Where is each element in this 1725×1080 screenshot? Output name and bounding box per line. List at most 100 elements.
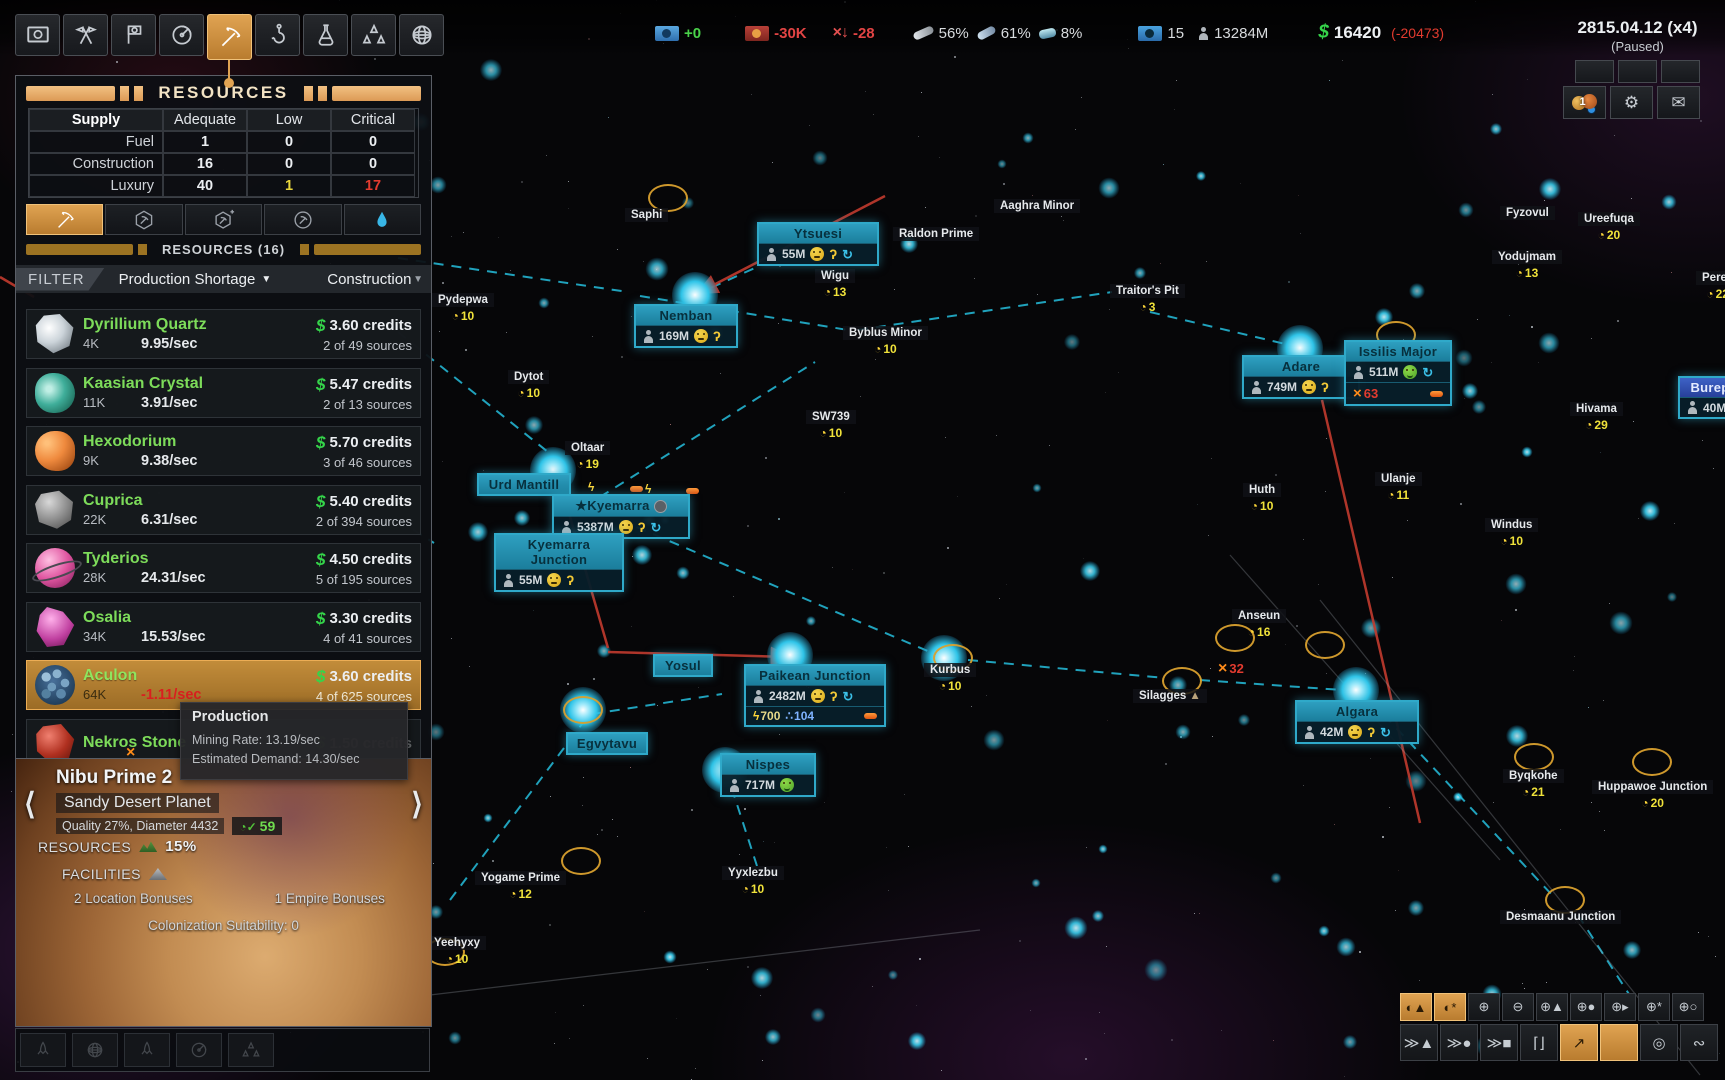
resource-item-tyderios[interactable]: Tyderios 28K 24.31/sec $4.50 credits 5 o… [26,543,421,593]
map-control-center-on-selection[interactable]: ⌈⌋ [1520,1024,1558,1061]
timer-value: 13 [815,285,855,299]
supply-row: Luxury 40 1 17 [29,175,418,197]
map-control-toggle-sensor-overlay[interactable]: ◎ [1640,1024,1678,1061]
map-control-zoom-to-galaxy[interactable]: ⊕○ [1672,993,1704,1021]
toolbar-button-fleets[interactable] [351,14,396,56]
system-info-box-urd-mantill[interactable]: Urd Mantill [477,473,571,496]
system-info-box-nemban[interactable]: Nemban 169M [634,304,738,348]
system-chip-windus[interactable]: Windus 10 [1485,515,1539,548]
map-control-toggle-diplomacy-overlay[interactable]: ∾ [1680,1024,1718,1061]
time-button-play-pause[interactable] [1618,60,1657,83]
map-control-zoom-to-battle[interactable]: ⊕* [1638,993,1670,1021]
system-chip-yyxlezbu[interactable]: Yyxlezbu 10 [722,863,784,896]
toolbar-button-sensors[interactable] [159,14,204,56]
system-chip-traitor-s-pit[interactable]: Traitor's Pit 3 [1110,281,1185,314]
resource-rate: 6.31/sec [141,512,198,528]
system-chip-raldon-prime[interactable]: Raldon Prime [893,224,980,242]
toolbar-button-mining[interactable] [207,14,252,60]
system-chip-ureefuqa[interactable]: Ureefuqa 20 [1578,209,1640,242]
system-chip-yodujmam[interactable]: Yodujmam 13 [1492,247,1562,280]
system-chip-wigu[interactable]: Wigu 13 [815,266,855,299]
map-control-zoom-out[interactable]: ⊖ [1502,993,1534,1021]
toolbar-button-research[interactable] [303,14,348,56]
subtab-mined-resources[interactable] [26,204,104,235]
system-info-box-adare[interactable]: Adare 749M [1242,355,1360,399]
system-info-box-yosul[interactable]: Yosul [653,654,713,677]
toolbar-button-overview[interactable] [15,14,60,56]
bottom-tab-view-stations[interactable] [72,1033,118,1067]
system-chip-aaghra-minor[interactable]: Aaghra Minor [994,196,1081,214]
system-chip-silagges[interactable]: Silagges▲ [1133,686,1207,704]
time-controls [1575,60,1700,83]
map-control-toggle-display-names[interactable]: ◐▲ [1400,993,1432,1021]
system-chip-anseun[interactable]: Anseun 16 [1232,606,1287,639]
bottom-tab-view-rockets[interactable] [124,1033,170,1067]
system-chip-saphi[interactable]: Saphi [625,205,669,223]
subtab-potential-mines[interactable] [184,204,263,235]
system-chip-perec[interactable]: Perec 22 [1696,268,1725,301]
filter-secondary[interactable]: Construction [327,270,412,288]
map-control-cycle-colonies[interactable]: ≫● [1440,1024,1478,1061]
system-info-box-burep[interactable]: Burep 40M [1678,376,1725,419]
system-info-box-egvytavu[interactable]: Egvytavu [566,732,648,755]
system-chip-name: Yogame Prime [475,871,567,885]
map-control-toggle-display-effects[interactable]: ◐* [1434,993,1466,1021]
time-button-fast-forward[interactable] [1661,60,1700,83]
system-chip-byqkohe[interactable]: Byqkohe 21 [1503,766,1564,799]
subtab-mineable-locations[interactable] [105,204,183,235]
bottom-tab-view-fleets[interactable] [228,1033,274,1067]
map-control-cycle-construction[interactable]: ≫■ [1480,1024,1518,1061]
messages-button[interactable]: ✉ [1657,86,1700,119]
resource-icon [35,431,75,471]
bottom-tab-view-ships[interactable] [20,1033,66,1067]
map-control-toggle-trade-routes[interactable]: ↗ [1560,1024,1598,1061]
system-info-box-ytsuesi[interactable]: Ytsuesi 55M [757,222,879,266]
system-chip-byblus-minor[interactable]: Byblus Minor 10 [843,323,928,356]
credits-icon: $ [315,432,326,452]
map-control-toggle-defense-overlay[interactable] [1600,1024,1638,1061]
prev-planet-button[interactable]: ⟨ [24,788,36,821]
map-control-zoom-to-colony[interactable]: ⊕● [1570,993,1602,1021]
system-info-box-algara[interactable]: Algara 42M [1295,700,1419,744]
system-chip-huth[interactable]: Huth 10 [1243,480,1282,513]
next-planet-button[interactable]: ⟩ [411,788,423,821]
resource-item-kaasian-crystal[interactable]: Kaasian Crystal 11K 3.91/sec $5.47 credi… [26,368,421,418]
resource-item-aculon[interactable]: Aculon 64K -1.11/sec $3.60 credits 4 of … [26,660,421,710]
toolbar-button-construction[interactable] [255,14,300,56]
toolbar-button-empire[interactable] [111,14,156,56]
subtab-gas-resources[interactable] [343,204,422,235]
map-control-zoom-to-selection[interactable]: ⊕▲ [1536,993,1568,1021]
system-chip-pydepwa[interactable]: Pydepwa 10 [432,290,494,323]
toolbar-button-economy[interactable] [399,14,444,56]
system-info-box-kyemarra-junction[interactable]: Kyemarra Junction 55M [494,533,624,592]
filter-primary-dropdown[interactable]: Production Shortage [118,270,256,288]
system-chip-fyzovul[interactable]: Fyzovul [1500,203,1555,221]
resource-item-cuprica[interactable]: Cuprica 22K 6.31/sec $5.40 credits 2 of … [26,485,421,535]
map-control-zoom-to-ship[interactable]: ⊕▸ [1604,993,1636,1021]
toolbar-button-diplomacy[interactable] [63,14,108,56]
system-chip-dytot[interactable]: Dytot 10 [508,367,550,400]
map-control-zoom-in[interactable]: ⊕ [1468,993,1500,1021]
subtab-all-mining[interactable] [264,204,342,235]
map-control-cycle-fleets[interactable]: ≫▲ [1400,1024,1438,1061]
system-chip-ulanje[interactable]: Ulanje 11 [1375,469,1422,502]
resource-item-osalia[interactable]: Osalia 34K 15.53/sec $3.30 credits 4 of … [26,602,421,652]
bottom-tab-view-sensors[interactable] [176,1033,222,1067]
system-chip-sw739[interactable]: SW739 10 [806,407,856,440]
system-chip-yogame-prime[interactable]: Yogame Prime 12 [475,868,567,901]
system-info-box-kyemarra[interactable]: ★Kyemarra 5387M [552,494,690,539]
system-chip-desmaanu-junction[interactable]: Desmaanu Junction [1500,907,1622,925]
system-info-box-issilis-major[interactable]: Issilis Major 511M63 [1344,340,1452,406]
system-chip-hivama[interactable]: Hivama 29 [1570,399,1623,432]
resource-item-hexodorium[interactable]: Hexodorium 9K 9.38/sec $5.70 credits 3 o… [26,426,421,476]
system-chip-huppawoe-junction[interactable]: Huppawoe Junction 20 [1592,777,1714,810]
resource-item-dyrillium-quartz[interactable]: Dyrillium Quartz 4K 9.95/sec $3.60 credi… [26,309,421,359]
system-chip-yeehyxy[interactable]: Yeehyxy 10 [428,933,487,966]
system-info-box-paikean-junction[interactable]: Paikean Junction 2482M700104 [744,664,886,727]
time-button-rewind[interactable] [1575,60,1614,83]
system-info-box-nispes[interactable]: Nispes 717M [720,753,816,797]
system-chip-kurbus[interactable]: Kurbus 10 [924,660,977,693]
notifications-button[interactable]: 1 [1563,86,1606,119]
system-chip-oltaar[interactable]: Oltaar 19 [565,438,611,471]
options-button[interactable]: ⚙ [1610,86,1653,119]
